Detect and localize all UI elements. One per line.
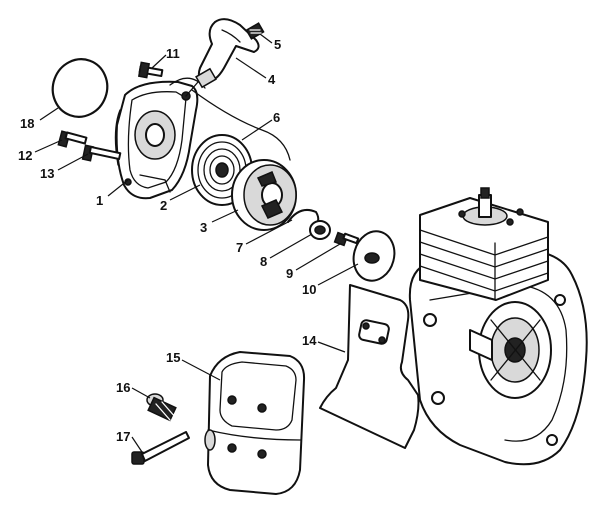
part-washer-plate (352, 230, 396, 282)
part-engine-crankcase (408, 249, 588, 466)
callout-3: 3 (200, 220, 207, 235)
callout-1: 1 (96, 193, 103, 208)
leader-lines (34, 33, 359, 453)
part-screw-11 (137, 61, 164, 79)
callout-5: 5 (274, 37, 281, 52)
part-starter-rope (191, 89, 291, 161)
part-screw-13 (81, 144, 122, 162)
part-muffler (204, 351, 306, 495)
part-bolt-17 (131, 431, 190, 465)
callout-7: 7 (236, 240, 243, 255)
callout-12: 12 (18, 148, 32, 163)
part-spark-screen (146, 393, 177, 422)
callout-14: 14 (302, 333, 317, 348)
callout-labels: 1 2 3 4 5 6 7 8 9 10 11 12 13 14 15 16 1… (18, 37, 317, 444)
part-spring-5 (245, 22, 265, 40)
callout-13: 13 (40, 166, 54, 181)
callout-17: 17 (116, 429, 130, 444)
part-heat-shield (319, 284, 420, 449)
part-o-ring (51, 58, 109, 118)
part-screw-9 (333, 231, 360, 247)
part-starter-housing (114, 77, 206, 200)
callout-16: 16 (116, 380, 130, 395)
part-rope-rotor (231, 159, 297, 231)
callout-15: 15 (166, 350, 180, 365)
callout-11: 11 (166, 46, 180, 61)
callout-10: 10 (302, 282, 316, 297)
callout-9: 9 (286, 266, 293, 281)
callout-6: 6 (273, 110, 280, 125)
callout-2: 2 (160, 198, 167, 213)
part-starter-grip (185, 18, 260, 97)
part-cylinder (419, 187, 549, 301)
callout-18: 18 (20, 116, 34, 131)
part-screw-12 (57, 130, 88, 148)
callout-8: 8 (260, 254, 267, 269)
callout-4: 4 (268, 72, 276, 87)
part-pawl (309, 220, 331, 240)
